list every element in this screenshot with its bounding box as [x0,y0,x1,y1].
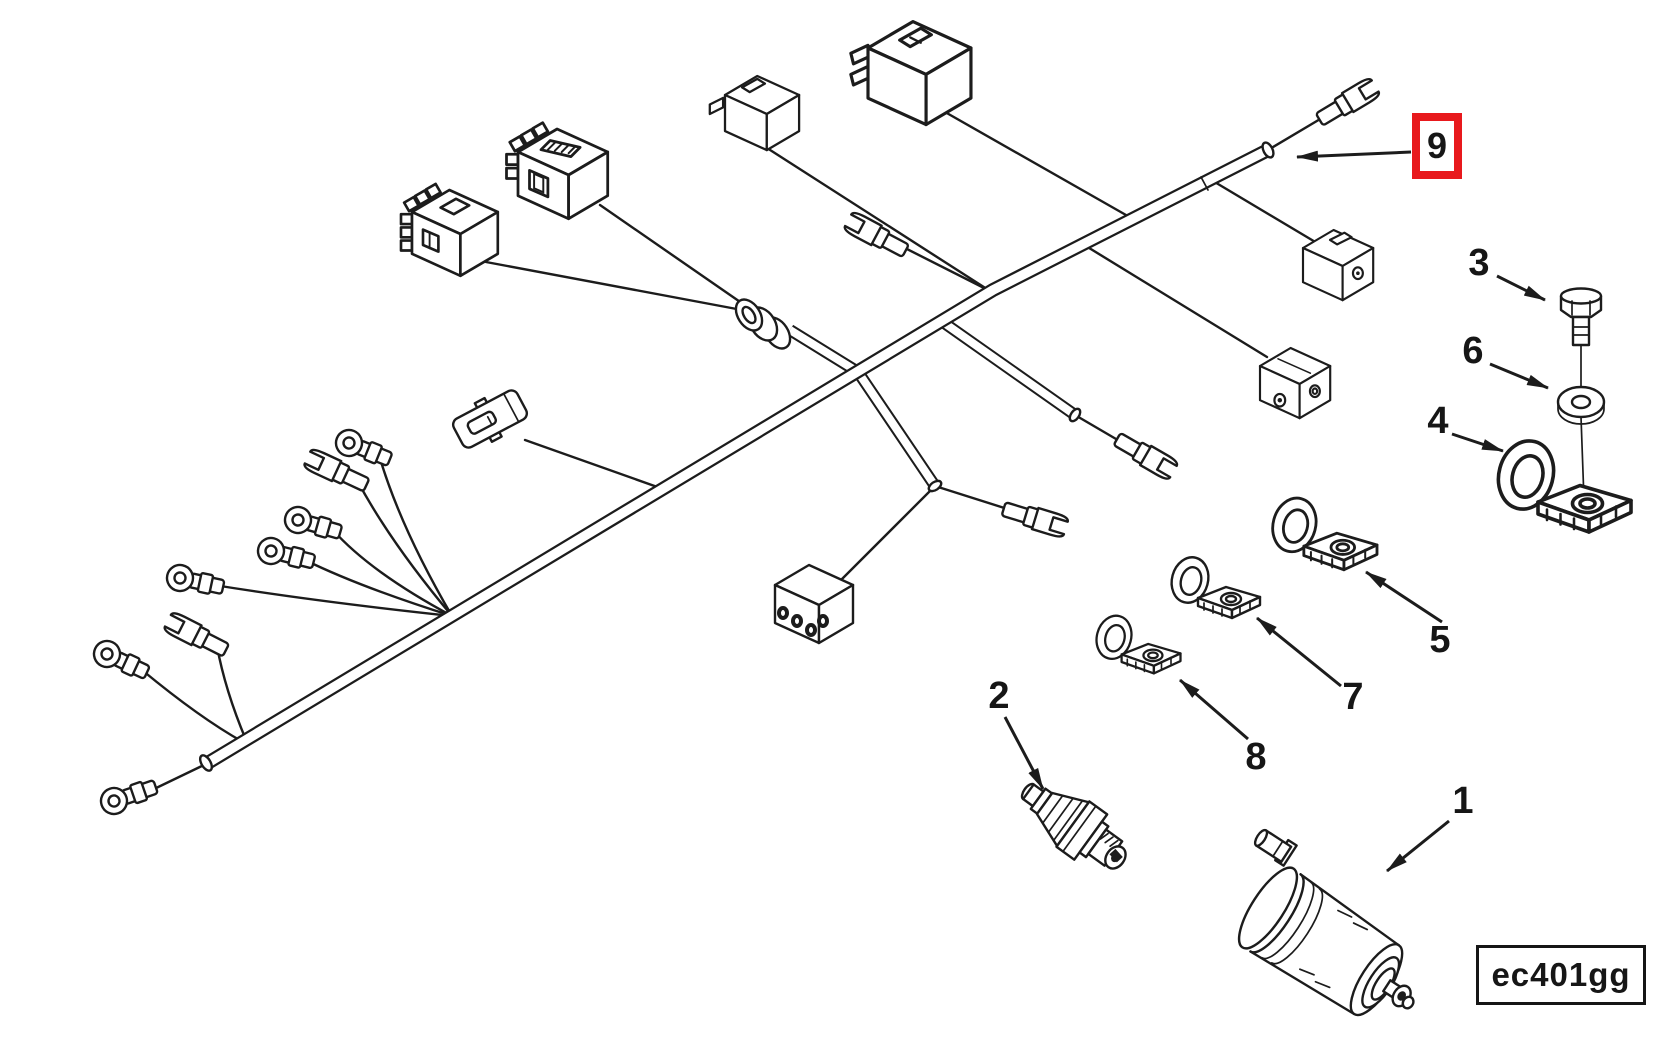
clamp-small-b [1090,610,1182,675]
callout-6[interactable]: 6 [1462,330,1484,372]
clamp-large [1489,432,1633,534]
callout-7[interactable]: 7 [1342,676,1364,718]
grommet [734,298,792,350]
connector-block-b [505,121,610,221]
diagram-code: ec401gg [1491,956,1631,993]
callout-8[interactable]: 8 [1245,736,1267,778]
callout-3[interactable]: 3 [1468,242,1490,284]
callout-1[interactable]: 1 [1452,780,1474,822]
temperature-sender [1020,782,1127,870]
branch-tubes [786,315,1082,493]
main-harness-tube [198,141,1275,772]
diagram-code-box: ec401gg [1476,945,1646,1005]
callout-2[interactable]: 2 [988,675,1010,717]
fuel-filter [1237,828,1415,1017]
right-connector-lower [1258,346,1332,420]
callout-9-label: 9 [1426,125,1448,166]
connector-block-a [399,182,500,278]
callout-arrows [1003,150,1549,873]
callout-9-highlighted[interactable]: 9 [1412,113,1462,179]
relay-connector-top [849,20,973,127]
bolt [1559,287,1603,347]
connector-plug [708,74,801,152]
callout-5[interactable]: 5 [1429,619,1451,661]
callout-4[interactable]: 4 [1427,400,1449,442]
clamp-small-a [1165,551,1262,620]
relay-block-bottom [773,563,855,645]
inline-connector [451,389,529,449]
washer [1556,385,1606,425]
right-connector-upper [1301,228,1375,302]
harness-wires [140,110,1334,792]
clamp-medium [1265,491,1379,572]
